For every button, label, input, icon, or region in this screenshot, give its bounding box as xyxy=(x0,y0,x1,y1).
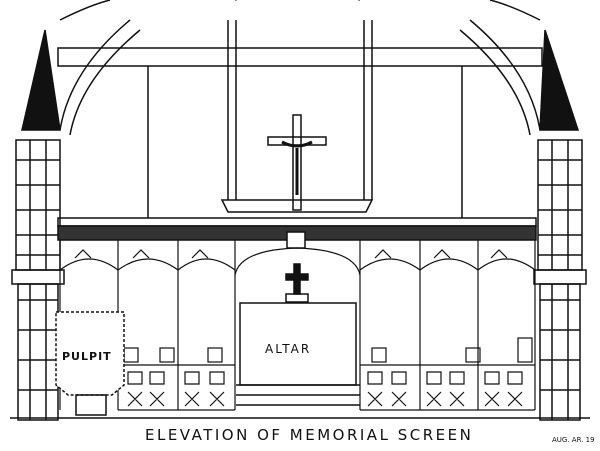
screen-beam xyxy=(57,217,537,249)
rood-cross xyxy=(220,114,374,213)
altar-label: ALTAR xyxy=(265,342,312,356)
pews xyxy=(118,337,535,411)
pulpit-label: PULPIT xyxy=(62,350,112,363)
right-column xyxy=(533,29,587,421)
pulpit xyxy=(55,311,125,416)
signature: AUG. AR. 19 xyxy=(552,436,595,444)
roof-structure xyxy=(57,0,543,218)
drawing-title: ELEVATION OF MEMORIAL SCREEN xyxy=(145,426,474,444)
altar xyxy=(236,263,360,406)
